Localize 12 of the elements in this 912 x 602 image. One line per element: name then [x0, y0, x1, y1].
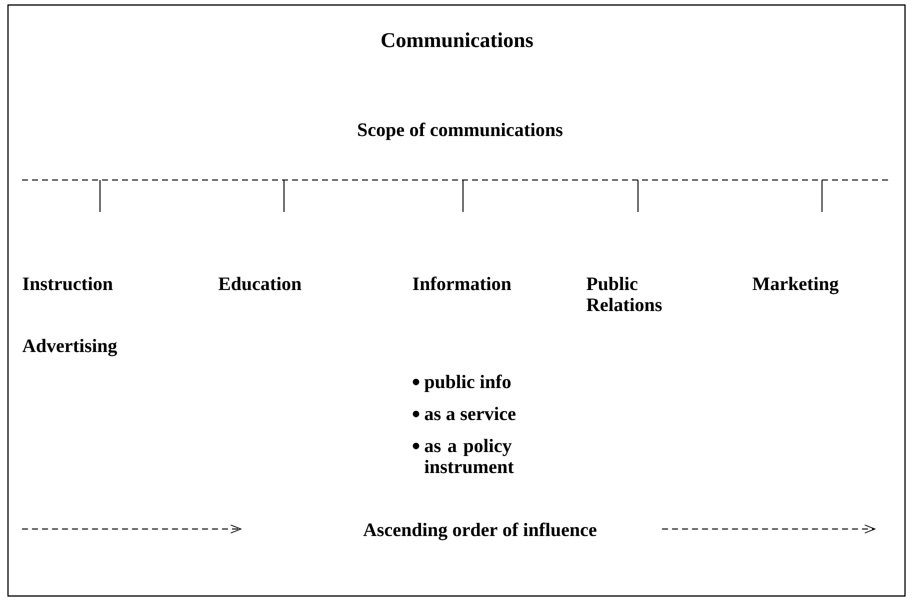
category-label: Marketing: [752, 276, 839, 294]
category-label: Public Relations: [586, 276, 662, 312]
category-label: Information: [412, 276, 512, 290]
heading-text: Ascending order of influence: [363, 522, 596, 540]
category-label: Advertising: [22, 338, 118, 356]
category-label: Education: [218, 276, 302, 290]
bullet-item: as a policy instrument: [424, 438, 514, 474]
heading-text: Scope of communications: [358, 122, 562, 140]
bullet-item: public info: [424, 374, 511, 392]
category-label: Instruction: [22, 276, 113, 290]
title: Communications: [382, 32, 533, 48]
bullet-item: as a service: [424, 406, 516, 420]
